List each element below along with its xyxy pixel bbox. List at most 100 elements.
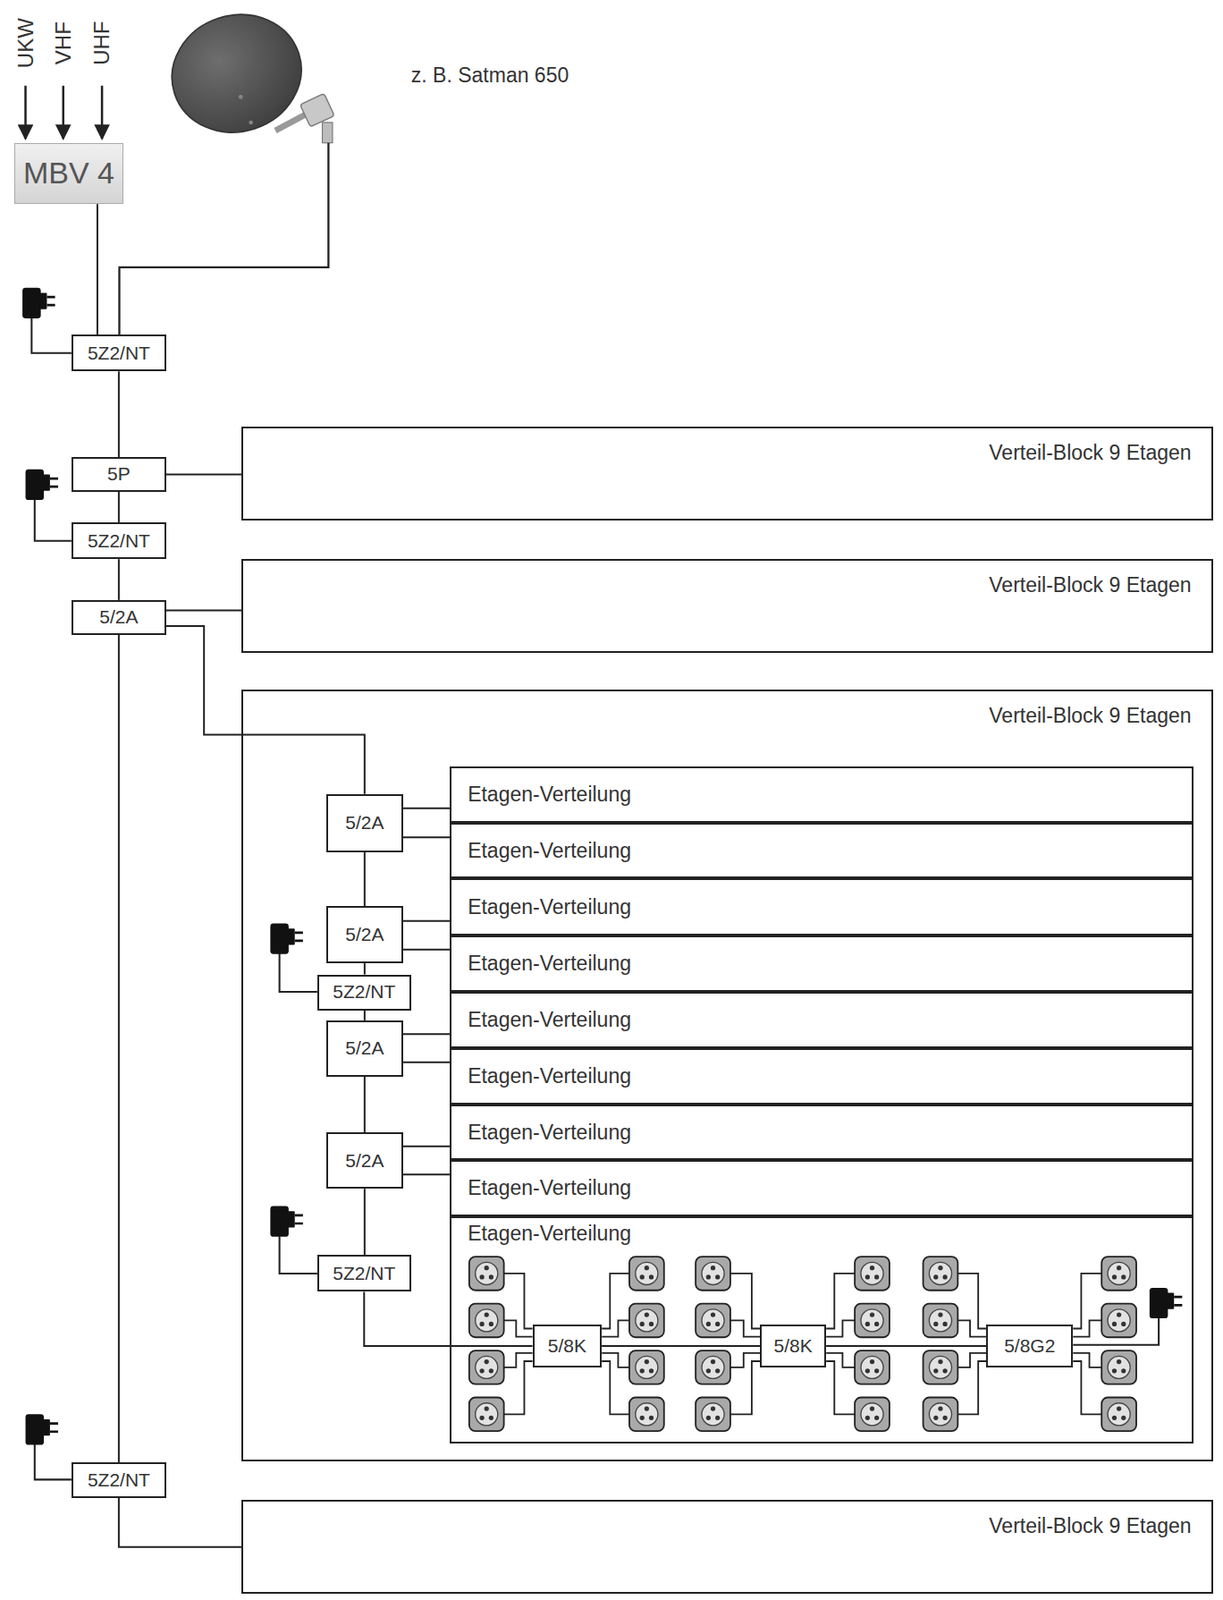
socket-wire — [730, 1319, 760, 1336]
coax-cable — [363, 851, 366, 906]
socket-face — [928, 1355, 952, 1378]
coax-cable — [363, 1076, 366, 1133]
socket-outlet — [854, 1256, 890, 1291]
socket-hole — [937, 1265, 943, 1270]
socket-hole — [484, 1405, 490, 1410]
plug-head — [287, 1210, 296, 1227]
node-label: Etagen-Verteilung — [467, 1007, 632, 1031]
plug-prong — [46, 296, 55, 305]
lnb-arm — [275, 114, 306, 131]
socket-hole — [865, 1273, 870, 1279]
coax-cable — [363, 1290, 532, 1345]
socket-hole — [715, 1273, 720, 1279]
power-plug — [1072, 1287, 1182, 1345]
node-label: Etagen-Verteilung — [467, 838, 632, 862]
socket-plate — [1101, 1349, 1137, 1384]
node-label: 5P — [107, 463, 131, 485]
power-cord — [34, 1442, 72, 1479]
splitter-box: 5/8K — [759, 1324, 827, 1367]
splitter-box: 5Z2/NT — [71, 522, 167, 559]
satellite-dish — [156, 0, 335, 150]
socket-outlet — [1101, 1256, 1137, 1291]
socket-hole — [942, 1273, 947, 1279]
node-label: Etagen-Verteilung — [467, 894, 632, 919]
socket-outlet — [923, 1256, 959, 1291]
socket-face — [928, 1308, 952, 1332]
socket-outlet — [629, 1397, 665, 1432]
socket-hole — [1116, 1311, 1122, 1316]
socket-hole — [1112, 1321, 1117, 1326]
socket-outlet — [469, 1303, 505, 1338]
dish-rivet — [238, 94, 244, 100]
splitter-box: 5/8K — [532, 1324, 603, 1367]
power-plug — [269, 923, 317, 992]
socket-outlet — [923, 1303, 959, 1338]
node-label: Verteil-Block 9 Etagen — [988, 440, 1191, 464]
socket-outlet — [629, 1256, 665, 1291]
node-label: Etagen-Verteilung — [467, 1221, 632, 1245]
socket-wire — [1072, 1352, 1102, 1367]
socket-wire — [504, 1319, 533, 1336]
socket-hole — [937, 1311, 943, 1316]
signal-arrow — [25, 85, 103, 139]
socket-hole — [865, 1367, 870, 1373]
power-plug — [25, 469, 72, 541]
floor-band: Etagen-Verteilung — [449, 1104, 1194, 1161]
socket-face — [475, 1308, 498, 1332]
floor-band: Etagen-Verteilung — [449, 766, 1194, 823]
socket-plate — [629, 1256, 665, 1291]
socket-wire — [504, 1360, 533, 1414]
socket-hole — [640, 1321, 645, 1326]
socket-hole — [489, 1415, 494, 1420]
distribution-block: Verteil-Block 9 Etagen — [241, 426, 1213, 521]
power-plug — [22, 287, 72, 354]
lnb — [300, 93, 335, 127]
signal-arrow — [61, 85, 65, 139]
socket-face — [928, 1402, 952, 1426]
socket-hole — [484, 1358, 490, 1364]
coax-cable — [166, 473, 242, 476]
signal-label: VHF — [51, 21, 76, 65]
splitter-box: 5/2A — [326, 1131, 404, 1189]
socket-outlet — [469, 1349, 505, 1384]
coax-cable — [601, 1344, 760, 1347]
socket-hole — [1121, 1367, 1126, 1373]
coax-cable — [403, 1061, 451, 1063]
socket-face — [1107, 1355, 1131, 1378]
socket-hole — [710, 1265, 716, 1270]
node-label: Verteil-Block 9 Etagen — [988, 1513, 1191, 1537]
splitter-box: 5/2A — [326, 905, 404, 963]
socket-hole — [865, 1415, 870, 1420]
socket-hole — [869, 1405, 875, 1410]
socket-hole — [869, 1358, 875, 1364]
socket-hole — [1121, 1321, 1126, 1326]
plug-head — [39, 292, 47, 309]
socket-plate — [469, 1303, 505, 1338]
socket-face — [1107, 1308, 1131, 1332]
socket-wire — [957, 1319, 987, 1336]
splitter-box: 5Z2/NT — [71, 1461, 167, 1498]
socket-hole — [489, 1273, 494, 1279]
coax-cable — [118, 558, 120, 600]
coax-cable — [118, 491, 120, 523]
coax-cable — [96, 203, 99, 335]
dish-cable — [118, 143, 329, 335]
socket-face — [860, 1355, 884, 1378]
power-cord — [34, 497, 72, 541]
plug-prong — [295, 932, 304, 941]
coax-cable — [403, 835, 451, 838]
node-label: Etagen-Verteilung — [467, 951, 632, 975]
socket-hole — [644, 1311, 650, 1316]
socket-face — [475, 1355, 498, 1378]
socket-hole — [644, 1405, 650, 1410]
socket-plate — [1101, 1256, 1137, 1291]
socket-plate — [695, 1256, 731, 1291]
node-label: 5/2A — [345, 811, 384, 834]
socket-hole — [874, 1415, 879, 1420]
socket-outlet — [695, 1256, 731, 1291]
socket-hole — [706, 1273, 711, 1279]
plug-head — [42, 474, 51, 491]
socket-plate — [629, 1349, 665, 1384]
lnb-port — [322, 122, 333, 144]
floor-band: 5/8K5/8K5/8G2Etagen-Verteilung — [449, 1215, 1194, 1443]
